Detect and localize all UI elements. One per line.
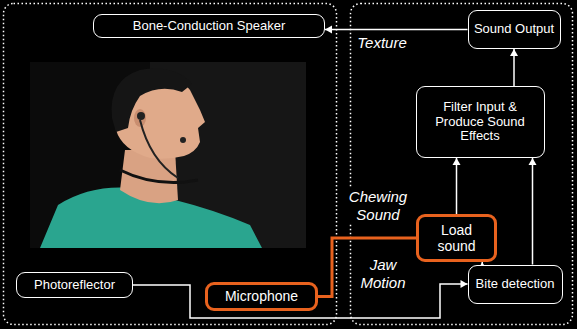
output-box: Sound Output [468, 10, 561, 49]
sensor-box: Photoreflector [16, 272, 133, 298]
box-label: Bone-Conduction Speaker [133, 19, 286, 34]
connector-line [318, 238, 416, 297]
signal-label: Chewing Sound [343, 188, 413, 224]
flow-connector [510, 49, 518, 86]
software-region [351, 4, 573, 325]
signal-label: Texture [356, 34, 408, 52]
mic-box: Microphone [205, 282, 318, 311]
flow-connector [325, 26, 468, 34]
box-label: Load sound [424, 222, 489, 254]
connector-line [456, 158, 458, 214]
arrow-head [529, 158, 537, 165]
connector-line [532, 158, 534, 265]
flow-connector [453, 158, 461, 214]
arrow-head [325, 26, 332, 34]
arrow-head [453, 158, 461, 165]
speaker-box: Bone-Conduction Speaker [93, 14, 325, 38]
box-label: Microphone [225, 288, 298, 304]
user-photo [30, 62, 306, 248]
arrow-head [461, 280, 468, 288]
connector-line [325, 29, 468, 31]
filter-box: Filter Input & Produce Sound Effects [416, 86, 545, 158]
arrow-head [510, 49, 518, 56]
box-label: Sound Output [474, 22, 554, 37]
box-label: Filter Input & Produce Sound Effects [422, 100, 539, 145]
flow-connector [318, 238, 416, 297]
load-box: Load sound [416, 214, 497, 262]
flow-connector [133, 280, 468, 318]
bite-box: Bite detection [468, 265, 563, 304]
box-label: Photoreflector [34, 278, 115, 293]
signal-label: Jaw Motion [354, 256, 412, 292]
box-label: Bite detection [476, 277, 555, 292]
device-region [4, 4, 337, 325]
flow-connector [529, 158, 537, 265]
